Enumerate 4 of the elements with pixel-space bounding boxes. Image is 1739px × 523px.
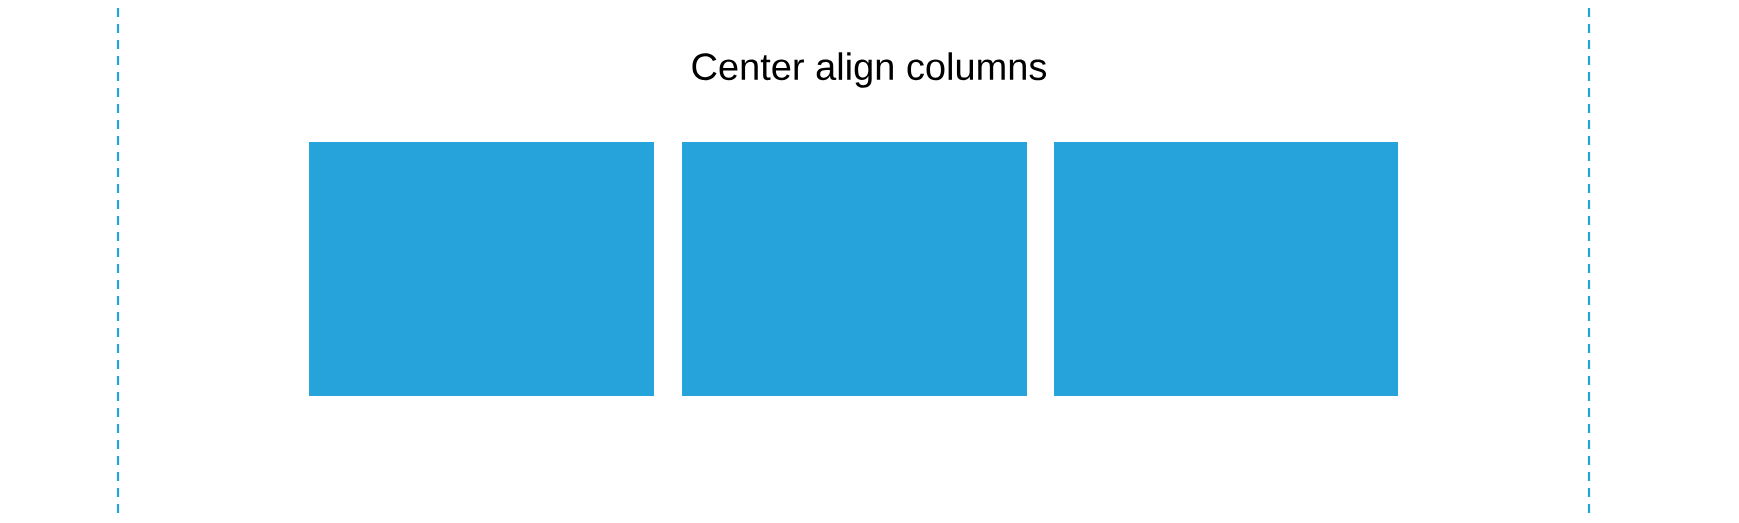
column-box [1054, 142, 1398, 396]
column-box [682, 142, 1027, 396]
title: Center align columns [692, 52, 1046, 88]
column-box [309, 142, 654, 396]
